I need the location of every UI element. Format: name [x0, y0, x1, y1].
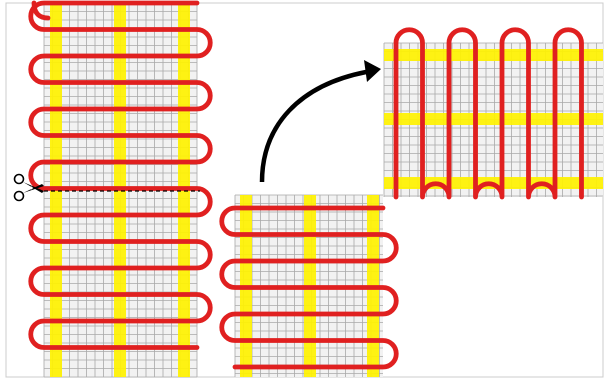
- heating-mat-right: [383, 27, 603, 200]
- scissors-icon: [13, 173, 44, 202]
- heating-cable: [28, 0, 213, 350]
- cable-tail: [31, 0, 51, 21]
- heating-cable: [393, 27, 584, 200]
- tape-strip: [384, 113, 603, 125]
- curved-arrow-icon: [259, 60, 381, 183]
- cut-line: [13, 173, 200, 202]
- heating-cable: [219, 205, 399, 370]
- tape-strip: [384, 49, 603, 61]
- heating-mat-left: [28, 0, 213, 378]
- heating-mat-bottom: [219, 194, 399, 377]
